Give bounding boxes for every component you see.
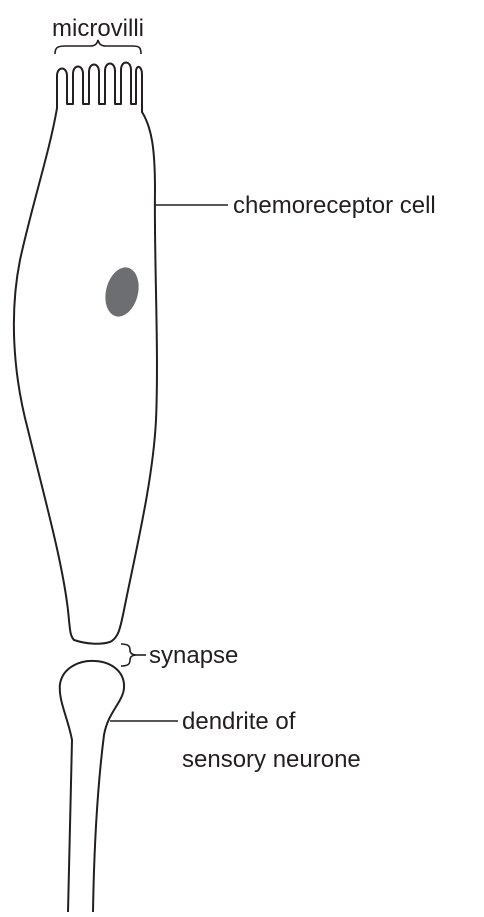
microvilli-label: microvilli — [52, 15, 144, 42]
microvilli-outline — [57, 63, 142, 113]
dendrite-outline — [60, 661, 124, 912]
nucleus — [100, 264, 143, 320]
chemoreceptor-cell-label: chemoreceptor cell — [233, 192, 436, 219]
dendrite-label-line1: dendrite of — [182, 708, 296, 735]
synapse-label: synapse — [149, 642, 238, 669]
dendrite-label-line2: sensory neurone — [182, 746, 361, 773]
synapse-brace — [121, 644, 137, 666]
chemoreceptor-cell-outline — [14, 108, 157, 644]
microvilli-brace — [55, 40, 141, 54]
